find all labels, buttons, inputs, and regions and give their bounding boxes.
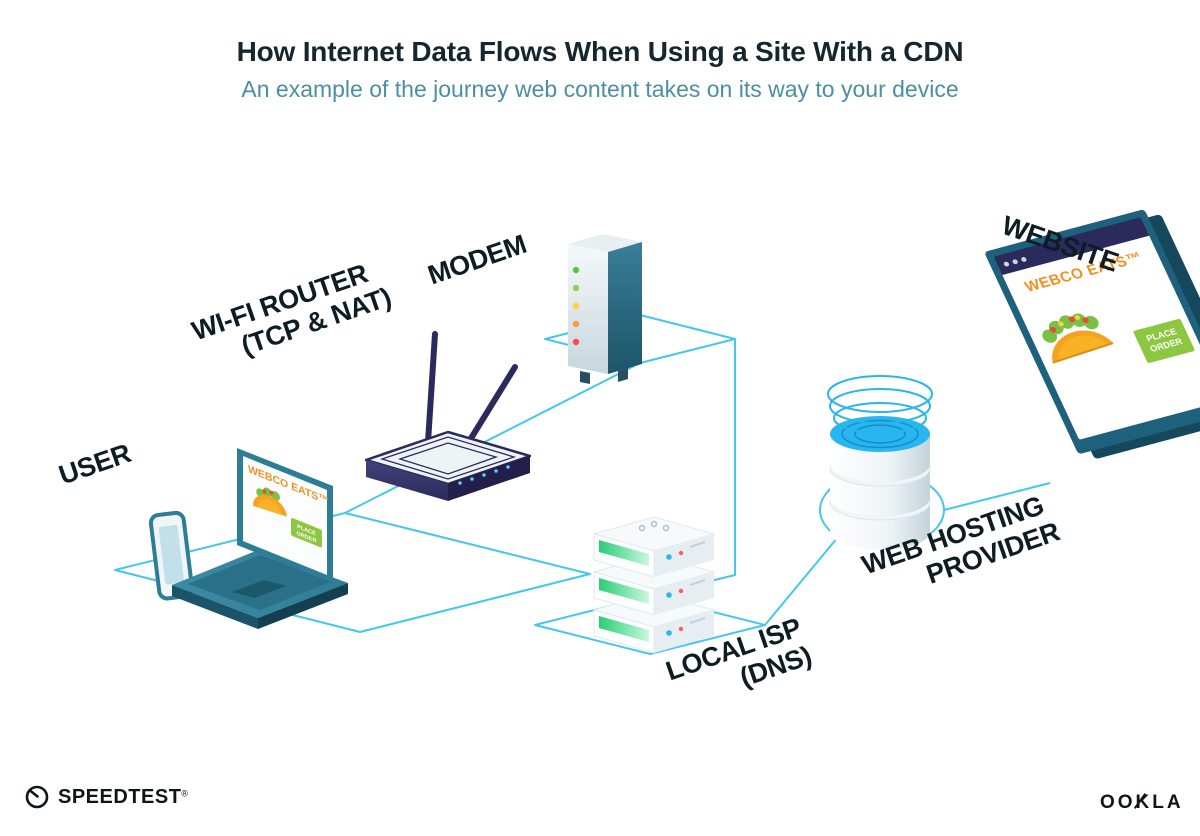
speedtest-trademark: ® bbox=[181, 788, 189, 799]
modem-led bbox=[572, 320, 580, 328]
laptop-taco-icon bbox=[253, 487, 287, 517]
laptop-screen: WEBCO EATS™ PLACE ORDER bbox=[237, 448, 333, 583]
router-led bbox=[506, 465, 510, 469]
website-taco-icon bbox=[1042, 313, 1114, 364]
website-order-button: PLACE ORDER bbox=[1133, 318, 1195, 363]
laptop-illustration: WEBCO EATS™ PLACE ORDER bbox=[148, 448, 348, 629]
modem-illustration bbox=[568, 234, 642, 384]
window-dot-icon bbox=[1020, 256, 1028, 262]
db-ring bbox=[829, 388, 931, 424]
speedtest-gauge-icon bbox=[25, 785, 49, 809]
modem-led bbox=[572, 266, 580, 274]
isp-server-illustration bbox=[592, 516, 716, 654]
page-subtitle: An example of the journey web content ta… bbox=[241, 76, 959, 102]
window-dot-icon bbox=[1011, 258, 1019, 265]
router-led bbox=[458, 481, 462, 485]
page-title: How Internet Data Flows When Using a Sit… bbox=[236, 36, 964, 67]
db-ring bbox=[827, 375, 933, 413]
ookla-wordmark: OOKLA bbox=[1100, 792, 1184, 813]
browser-content: WEBCO EATS™ bbox=[1002, 235, 1200, 440]
router-antenna-left bbox=[425, 331, 438, 445]
db-cylinder-top bbox=[827, 375, 933, 482]
router-led bbox=[470, 477, 474, 481]
link-isp-hosting bbox=[764, 536, 839, 626]
server-unit bbox=[592, 516, 716, 578]
ookla-logo: OOKLA bbox=[1100, 792, 1184, 814]
speedtest-wordmark: SPEEDTEST bbox=[58, 785, 182, 808]
phone bbox=[148, 510, 195, 601]
router-antenna-right bbox=[467, 364, 518, 443]
router-led bbox=[494, 469, 498, 473]
modem-foot bbox=[618, 368, 628, 382]
modem-led bbox=[572, 338, 580, 346]
router-body bbox=[364, 430, 532, 501]
link-user-modem bbox=[344, 362, 641, 514]
browser-frame: WEBCO EATS™ bbox=[984, 209, 1200, 455]
router-illustration bbox=[364, 331, 532, 501]
link-hosting-website bbox=[943, 482, 1051, 511]
window-dot-icon bbox=[1002, 260, 1010, 267]
db-ring bbox=[833, 402, 927, 434]
website-window: WEBCO EATS™ bbox=[984, 206, 1200, 463]
speedtest-logo: SPEEDTEST® bbox=[24, 784, 188, 810]
modem-led bbox=[572, 284, 580, 292]
modem-body bbox=[568, 234, 642, 374]
hosting-database-illustration bbox=[827, 375, 933, 550]
router-led bbox=[482, 473, 486, 477]
modem-foot bbox=[580, 371, 590, 384]
modem-led bbox=[572, 302, 580, 310]
